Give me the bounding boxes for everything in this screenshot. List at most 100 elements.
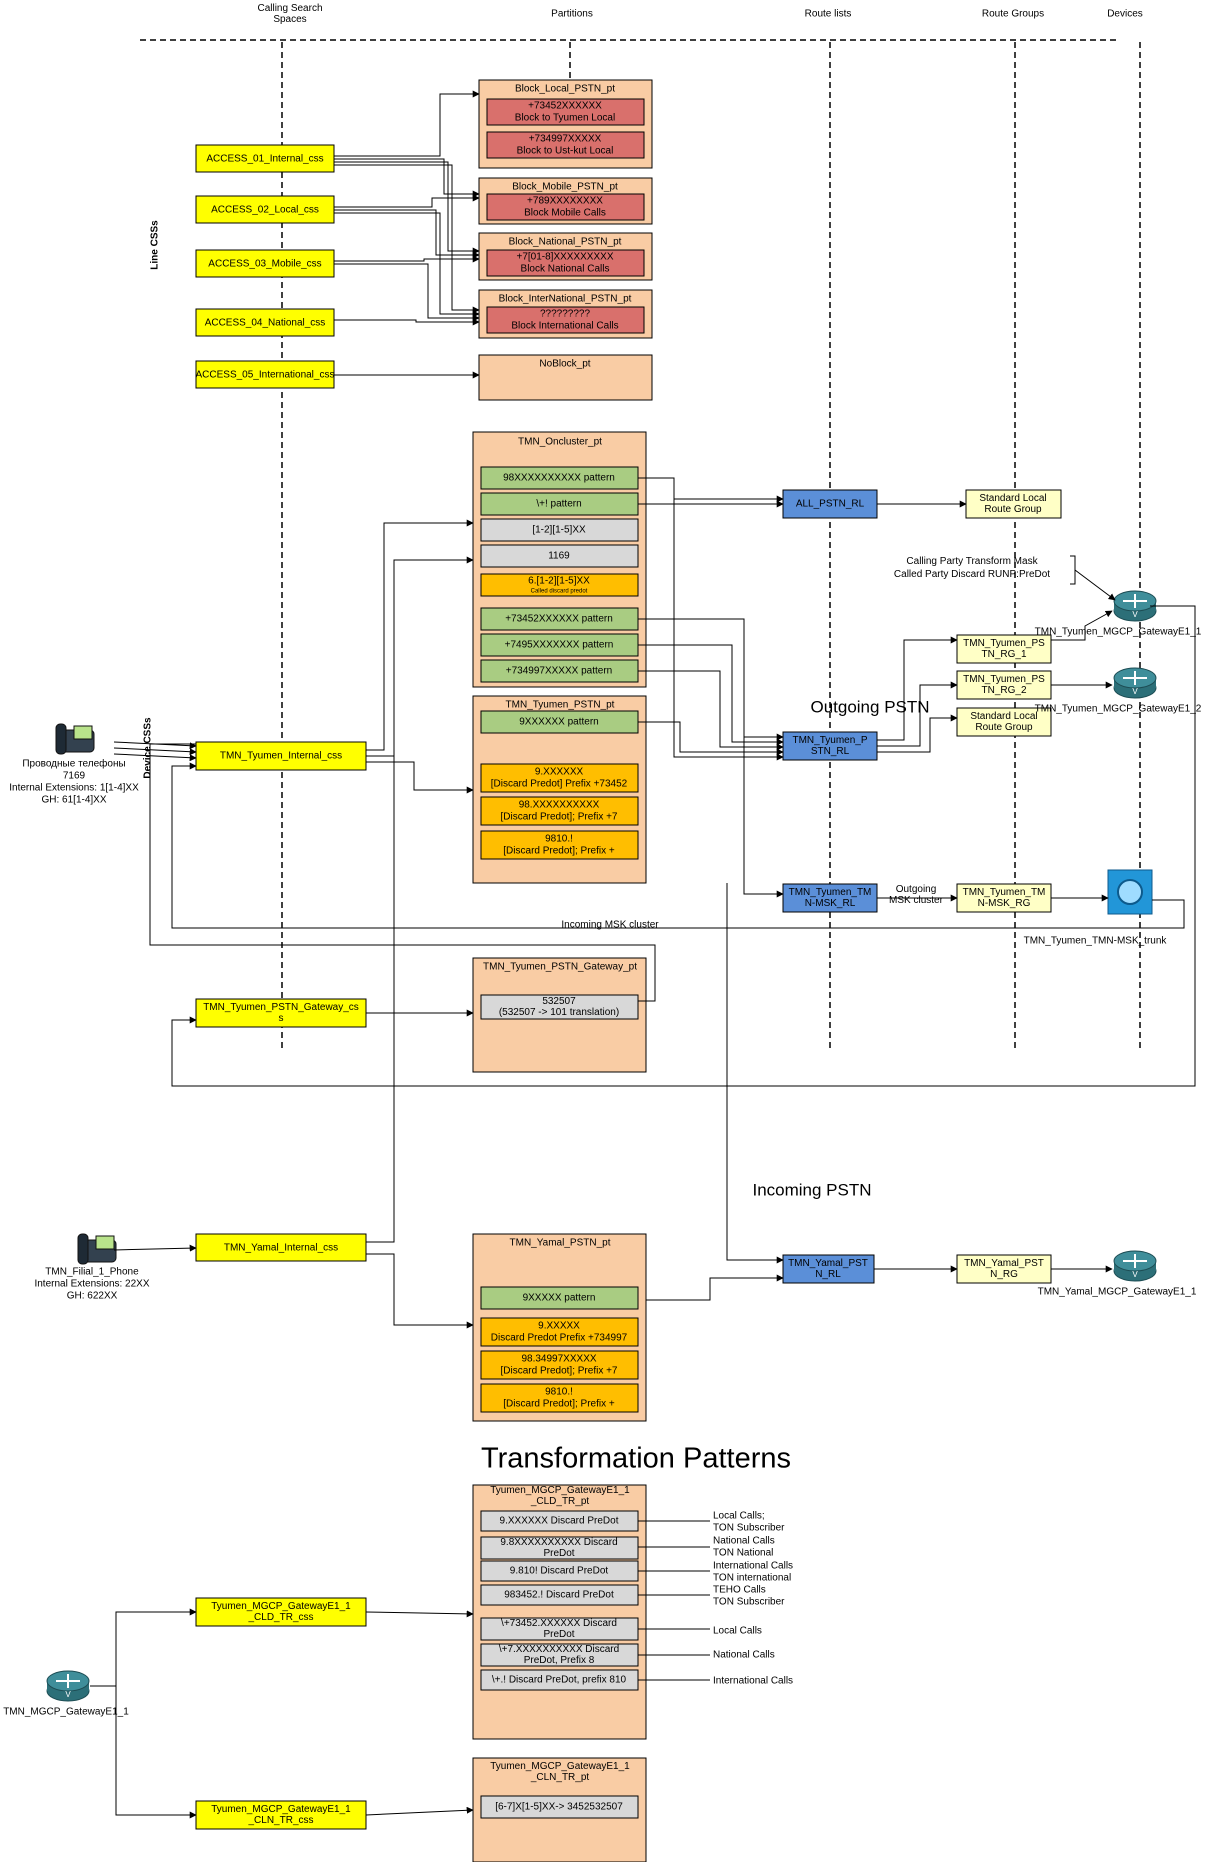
route-list-all-pstn-label: ALL_PSTN_RL (796, 499, 865, 510)
block-pattern-text-1-1-line-2: Block to Tyumen Local (515, 113, 615, 124)
route-group-msk[interactable] (956, 883, 1052, 913)
phone-yamal-label-line-3: GH: 622XX (67, 1291, 118, 1302)
partition-noblock-title: NoBlock_pt (539, 359, 590, 370)
ip-phone-yamal[interactable] (77, 1233, 117, 1265)
connector-tyumenpstn-msk (743, 619, 784, 898)
router-mgcp-gateway[interactable]: V (46, 1670, 90, 1702)
oncluster-pattern-3[interactable] (480, 518, 639, 542)
router-v-mark: V (65, 1690, 71, 1699)
partition-yamal-title: TMN_Yamal_PSTN_pt (510, 1238, 611, 1249)
oncluster-pattern-text-4: 1169 (548, 551, 570, 562)
cld-note-2-line-2: TON National (713, 1548, 773, 1559)
route-group-msk-label-line-2: N-MSK_RG (978, 898, 1031, 909)
block-pattern-text-4-1-line-2: Block International Calls (511, 321, 618, 332)
partition-noblock (478, 354, 653, 401)
cld-pattern-text-1-line-1: 9.XXXXXX Discard PreDot (500, 1516, 619, 1527)
connector-tyumen-css-oncluster-2 (366, 556, 474, 757)
cld-pattern-text-5-line-2: PreDot (543, 1629, 574, 1640)
cld-note-5-line-1: Local Calls (713, 1626, 762, 1637)
block-pattern-4-1[interactable] (486, 306, 645, 334)
route-group-std1[interactable] (965, 489, 1062, 519)
block-pattern-1-1[interactable] (486, 98, 645, 126)
route-group-rg2-label-line-2: TN_RG_2 (981, 685, 1026, 696)
cld-pattern-text-2-line-2: PreDot (543, 1548, 574, 1559)
yamal-pattern-3[interactable] (480, 1350, 639, 1380)
partition-block-title-1: Block_Local_PSTN_pt (515, 84, 615, 95)
cld-note-3-line-1: International Calls (713, 1561, 793, 1572)
tyumen-pstn-pattern-4[interactable] (480, 830, 639, 860)
line-css-4[interactable] (195, 308, 335, 337)
header-calling-search-spaces-line-2: Spaces (273, 14, 306, 25)
device-mgcp-label: TMN_MGCP_GatewayE1_1 (3, 1707, 129, 1718)
route-group-std2[interactable] (956, 707, 1052, 737)
transform-note-line-1: Calling Party Transform Mask (906, 556, 1038, 567)
oncluster-pattern-4[interactable] (480, 544, 639, 568)
route-group-yamal-label-line-1: TMN_Yamal_PST (964, 1258, 1044, 1269)
route-group-std2-label-line-1: Standard Local (970, 711, 1037, 722)
block-pattern-text-1-1-line-1: +73452XXXXXX (528, 101, 602, 112)
partition-block-title-3: Block_National_PSTN_pt (509, 237, 622, 248)
connector-incoming-yamal-rl (726, 883, 784, 1264)
connector-note-gw1 (1074, 569, 1116, 601)
sip-trunk-msk-icon[interactable] (1107, 869, 1153, 915)
line-css-3[interactable] (195, 249, 335, 278)
connector-phone-css-3 (113, 753, 197, 762)
block-pattern-text-4-1-line-1: ????????? (540, 309, 590, 320)
device-css-yamal-internal-label: TMN_Yamal_Internal_css (224, 1243, 338, 1254)
yamal-pattern-4[interactable] (480, 1383, 639, 1413)
connector-incoming-loop-msk (171, 762, 1185, 929)
route-group-rg2[interactable] (956, 670, 1052, 700)
connector-phone-css-2 (113, 747, 197, 756)
cld-pattern-2[interactable] (480, 1536, 639, 1560)
oncluster-pattern-5[interactable] (480, 573, 639, 597)
route-group-yamal[interactable] (956, 1254, 1052, 1284)
route-list-yamal[interactable] (782, 1254, 875, 1284)
yamal-pattern-text-3-line-1: 98.34997XXXXX (521, 1354, 596, 1365)
yamal-pattern-2[interactable] (480, 1317, 639, 1347)
block-pattern-3-1[interactable] (486, 249, 645, 277)
yamal-pattern-1[interactable] (480, 1286, 639, 1310)
ip-phone-tyumen[interactable] (55, 723, 95, 755)
side-label-device-css: Device CSSs (143, 717, 154, 779)
tr-css-cln-label-line-2: _CLN_TR_css (247, 1815, 313, 1826)
cld-pattern-text-2-line-1: 9.8XXXXXXXXXX Discard (500, 1537, 617, 1548)
gateway-pattern-text-line-1: 532507 (542, 996, 576, 1007)
transform-note-line-2: Called Party Discard RUNP:PreDot (894, 569, 1050, 580)
block-pattern-1-2[interactable] (486, 131, 645, 159)
router-tyumen-gateway-2[interactable]: V (1113, 667, 1157, 699)
device-css-tyumen-internal[interactable] (195, 741, 367, 771)
router-yamal-gateway[interactable]: V (1113, 1250, 1157, 1282)
router-tyumen-gateway-1[interactable]: V (1113, 590, 1157, 622)
route-group-rg1[interactable] (956, 634, 1052, 664)
tr-css-cld[interactable] (195, 1597, 367, 1627)
cln-pattern-1[interactable] (480, 1795, 639, 1819)
partition-oncluster-title: TMN_Oncluster_pt (518, 437, 602, 448)
connector-cld-css-pt (365, 1610, 474, 1618)
cld-pattern-text-6-line-1: \+7.XXXXXXXXXX Discard (499, 1644, 619, 1655)
gateway-pattern-532507[interactable] (480, 994, 639, 1020)
block-pattern-2-1[interactable] (486, 193, 645, 221)
tyumen-pstn-pattern-3[interactable] (480, 796, 639, 826)
block-pattern-text-1-2-line-1: +734997XXXXX (529, 134, 602, 145)
tyumen-pstn-pattern-text-2-line-2: [Discard Predot] Prefix +73452 (491, 779, 628, 790)
line-css-2[interactable] (195, 195, 335, 224)
header-devices: Devices (1107, 9, 1143, 20)
cln-partition-title-line-2: _CLN_TR_pt (530, 1772, 590, 1783)
block-pattern-text-1-2-line-2: Block to Ust-kut Local (517, 146, 614, 157)
connector-rl-rg1 (877, 636, 958, 741)
tr-css-cln[interactable] (195, 1800, 367, 1830)
tyumen-pstn-pattern-2[interactable] (480, 763, 639, 793)
cld-note-4-line-2: TON Subscriber (713, 1597, 785, 1608)
connector-734997-tyumenpstn (638, 670, 784, 751)
block-pattern-text-2-1-line-1: +789XXXXXXXX (527, 196, 603, 207)
line-css-1[interactable] (195, 144, 335, 173)
side-label-line-css: Line CSSs (150, 220, 161, 270)
connector-css1-block3 (334, 161, 480, 255)
header-route-groups: Route Groups (982, 9, 1044, 20)
connector-cln-css-pt (365, 1806, 474, 1816)
router-v-mark: V (1132, 1270, 1138, 1279)
label-outgoing-msk-line-2: MSK cluster (889, 895, 944, 906)
device-css-tyumen-gateway-label-line-2: s (279, 1013, 284, 1024)
phone-tyumen-label-line-2: 7169 (63, 771, 86, 782)
